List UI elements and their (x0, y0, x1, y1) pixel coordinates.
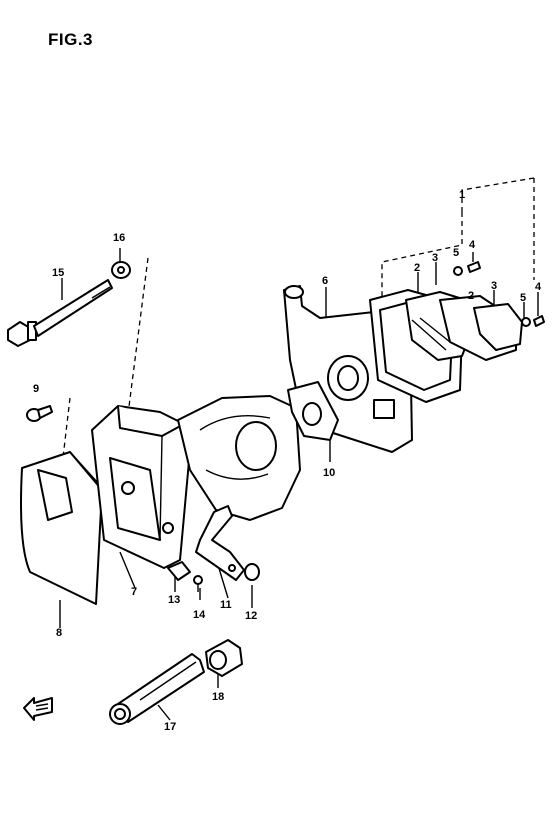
washer-12 (244, 563, 260, 581)
callout-15: 15 (52, 267, 64, 279)
callout-5a: 5 (453, 247, 459, 259)
callout-1: 1 (459, 189, 465, 201)
washer-16 (111, 261, 131, 279)
screw-14 (193, 575, 203, 592)
engine-block (177, 395, 301, 521)
callout-17: 17 (164, 721, 176, 733)
bolt-15 (7, 279, 113, 347)
callout-4b: 4 (535, 281, 542, 293)
clip-13 (167, 561, 191, 581)
figure-title: FIG.3 (48, 30, 94, 49)
callout-2b: 2 (468, 290, 474, 302)
cover-8 (20, 451, 109, 605)
callout-9: 9 (33, 383, 39, 395)
callout-3b: 3 (491, 280, 497, 292)
housing-7 (91, 405, 191, 569)
fwd-arrow-icon (23, 697, 53, 721)
gasket-10 (287, 381, 339, 441)
callout-14: 14 (193, 609, 206, 621)
callout-18: 18 (212, 691, 224, 703)
callout-16: 16 (113, 232, 125, 244)
callout-12: 12 (245, 610, 257, 622)
callout-13: 13 (168, 594, 180, 606)
callout-labels: 1 2 3 4 5 2 3 4 5 6 7 8 9 10 11 12 13 14… (33, 189, 542, 733)
lever-11 (195, 505, 245, 581)
callout-11: 11 (220, 599, 232, 611)
callout-10: 10 (323, 467, 335, 479)
callout-5b: 5 (520, 292, 526, 304)
screws-4-5 (453, 261, 545, 327)
callout-7: 7 (131, 586, 137, 598)
bushing-18 (205, 639, 243, 677)
callout-3a: 3 (432, 252, 438, 264)
callout-6: 6 (322, 275, 328, 287)
callout-8: 8 (56, 627, 62, 639)
reed-plates (369, 289, 523, 403)
pin-17 (109, 653, 205, 725)
callout-2a: 2 (414, 262, 420, 274)
callout-4a: 4 (469, 239, 476, 251)
screw-9 (26, 405, 53, 422)
